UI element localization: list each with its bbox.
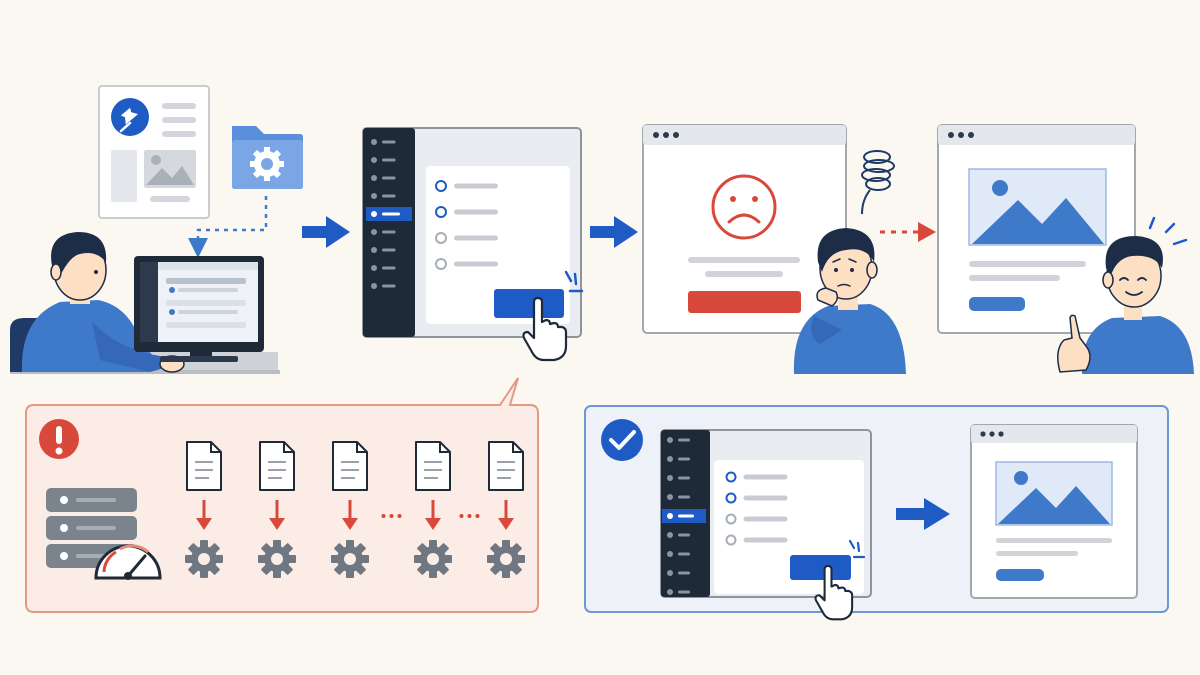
sidebar-item[interactable] bbox=[667, 475, 690, 481]
radio-option[interactable] bbox=[435, 206, 498, 218]
gear-icon bbox=[185, 540, 223, 578]
gear-icon bbox=[258, 540, 296, 578]
sad-face-icon bbox=[711, 174, 777, 240]
radio-option[interactable] bbox=[435, 180, 498, 192]
sidebar-item[interactable] bbox=[371, 175, 396, 181]
file-icon bbox=[488, 441, 524, 491]
apply-button[interactable] bbox=[494, 289, 564, 318]
sidebar-item[interactable] bbox=[667, 532, 690, 538]
radio-options bbox=[435, 180, 498, 270]
sidebar-item[interactable] bbox=[371, 139, 396, 145]
radio-option[interactable] bbox=[435, 258, 498, 270]
sidebar-item[interactable] bbox=[667, 551, 690, 557]
sidebar-item[interactable] bbox=[371, 157, 396, 163]
pointer-hand-icon bbox=[814, 564, 854, 621]
arrow-right-icon bbox=[302, 216, 350, 248]
sidebar-item[interactable] bbox=[366, 207, 412, 221]
file-gear-columns bbox=[185, 441, 525, 578]
radio-option[interactable] bbox=[725, 492, 788, 504]
gear-icon bbox=[487, 540, 525, 578]
pointer-hand-icon bbox=[522, 296, 568, 362]
sidebar-menu bbox=[366, 139, 412, 289]
radio-options bbox=[725, 471, 788, 546]
confused-person bbox=[793, 228, 906, 374]
image-preview-window bbox=[970, 424, 1138, 599]
happy-person bbox=[1057, 216, 1194, 374]
check-icon bbox=[601, 419, 643, 461]
settings-menu-window bbox=[362, 127, 584, 362]
preview-button[interactable] bbox=[969, 297, 1025, 311]
dotted-arrow bbox=[188, 196, 268, 258]
click-burst bbox=[848, 539, 866, 559]
radio-option[interactable] bbox=[725, 513, 788, 525]
sidebar-item[interactable] bbox=[371, 247, 396, 253]
error-bar bbox=[688, 291, 801, 313]
file-gear-column bbox=[258, 441, 296, 578]
file-icon bbox=[332, 441, 368, 491]
sidebar-item[interactable] bbox=[667, 494, 690, 500]
speedometer-icon bbox=[94, 544, 162, 580]
image-icon bbox=[968, 168, 1107, 246]
file-gear-column bbox=[414, 441, 452, 578]
sidebar-item[interactable] bbox=[371, 229, 396, 235]
scribble-icon bbox=[861, 150, 895, 215]
arrow-down-icon bbox=[342, 500, 358, 530]
sidebar-item[interactable] bbox=[371, 283, 396, 289]
settings-menu-window bbox=[660, 429, 872, 621]
arrow-down-icon bbox=[269, 500, 285, 530]
sidebar-menu bbox=[662, 437, 706, 595]
sidebar-item[interactable] bbox=[667, 589, 690, 595]
sidebar-item[interactable] bbox=[667, 456, 690, 462]
gear-icon bbox=[331, 540, 369, 578]
file-gear-column bbox=[185, 441, 223, 578]
click-burst bbox=[564, 270, 584, 293]
dotted-arrow-red bbox=[880, 222, 936, 242]
sidebar-item[interactable] bbox=[371, 265, 396, 271]
sidebar-item[interactable] bbox=[667, 437, 690, 443]
apply-button[interactable] bbox=[790, 555, 851, 580]
file-icon bbox=[415, 441, 451, 491]
sidebar-item[interactable] bbox=[667, 570, 690, 576]
file-icon bbox=[259, 441, 295, 491]
person-at-computer bbox=[10, 232, 280, 374]
file-gear-column bbox=[331, 441, 369, 578]
warning-panel bbox=[25, 377, 539, 613]
arrow-right-icon bbox=[590, 216, 638, 248]
alert-icon bbox=[39, 419, 79, 459]
success-panel bbox=[584, 405, 1169, 621]
sidebar-item[interactable] bbox=[662, 509, 706, 523]
ellipsis bbox=[381, 514, 402, 518]
error-window bbox=[642, 124, 847, 334]
file-icon bbox=[186, 441, 222, 491]
folder-gear-icon bbox=[232, 126, 303, 189]
pinned-document bbox=[98, 85, 210, 219]
arrow-down-icon bbox=[498, 500, 514, 530]
sidebar-item[interactable] bbox=[371, 193, 396, 199]
radio-option[interactable] bbox=[435, 232, 498, 244]
pin-icon bbox=[111, 98, 149, 136]
image-icon bbox=[995, 461, 1113, 526]
gear-icon bbox=[414, 540, 452, 578]
ellipsis bbox=[459, 514, 480, 518]
radio-option[interactable] bbox=[725, 534, 788, 546]
arrow-right-icon bbox=[896, 498, 950, 530]
image-preview-window bbox=[937, 124, 1136, 334]
file-gear-column bbox=[487, 441, 525, 578]
image-icon bbox=[144, 150, 196, 188]
radio-option[interactable] bbox=[725, 471, 788, 483]
arrow-down-icon bbox=[196, 500, 212, 530]
preview-button[interactable] bbox=[996, 569, 1044, 581]
arrow-down-icon bbox=[425, 500, 441, 530]
